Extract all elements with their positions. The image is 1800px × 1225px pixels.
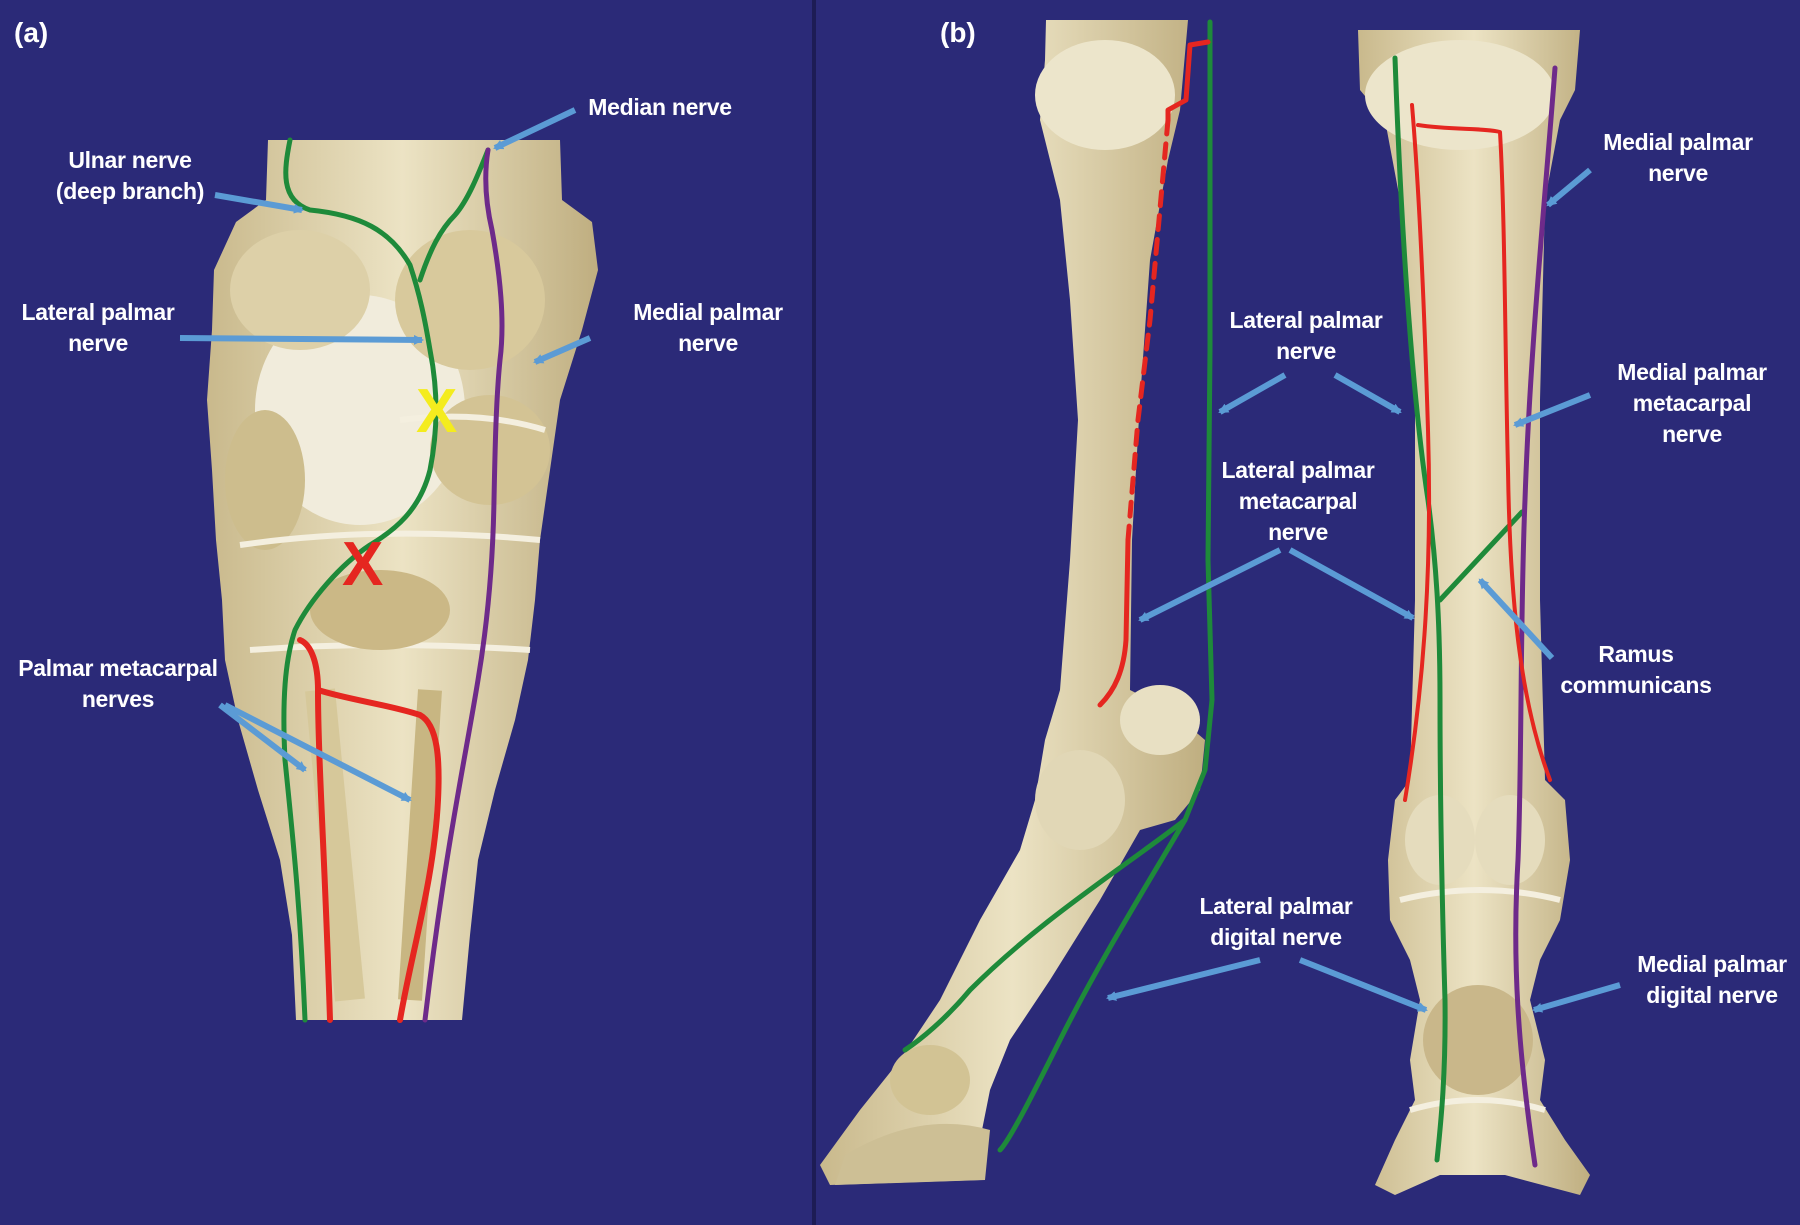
arrow-median-nerve — [493, 107, 577, 151]
arrow-lateral-palmar-digital-left — [1106, 957, 1261, 1001]
arrow-medial-palmar-nerve-b — [1546, 167, 1592, 208]
ulnar-nerve-line — [281, 137, 439, 1023]
arrow-palmar-metacarpal-1 — [218, 702, 307, 773]
panel-a-arrows — [179, 107, 592, 803]
arrow-lateral-palmar-metacarpal-nerve-left — [1138, 547, 1282, 623]
arrow-lateral-palmar-digital-right — [1298, 957, 1428, 1013]
medial-palmar-nerve-line — [422, 147, 505, 1023]
arrow-lateral-palmar-metacarpal-nerve-right — [1288, 547, 1415, 621]
yellow-x-marker: X — [416, 377, 457, 446]
panel-b-letter: (b) — [940, 17, 976, 48]
lateral-palmar-metacarpal-nerve-lateral-view-solid-line — [1165, 39, 1211, 123]
arrow-lateral-palmar-nerve — [179, 334, 424, 345]
medial-palmar-metacarpal-nerve-palmar-view-line — [1416, 123, 1552, 782]
label-ulnar-nerve: Ulnar nerve(deep branch) — [56, 147, 204, 204]
arrow-lateral-palmar-nerve-right — [1333, 372, 1402, 415]
panel-b-arrows — [1106, 167, 1621, 1013]
panel-a-letter: (a) — [14, 17, 48, 48]
arrow-medial-palmar-digital — [1532, 982, 1621, 1013]
arrow-palmar-metacarpal-2 — [223, 702, 412, 803]
arrow-ramus-communicans — [1477, 577, 1555, 661]
panel-a-labels: Median nerve Ulnar nerve(deep branch) La… — [18, 94, 783, 712]
lateral-palmar-digital-branch-line — [902, 817, 1188, 1053]
panel-divider — [812, 0, 816, 1225]
lateral-palmar-metacarpal-nerve-lateral-view-dashed-line — [1125, 117, 1171, 543]
arrow-ulnar-nerve — [214, 192, 304, 214]
label-median-nerve: Median nerve — [588, 94, 731, 120]
lateral-palmar-metacarpal-nerve-palmar-view-line — [1403, 103, 1432, 802]
panel-b: (b) — [820, 17, 1787, 1195]
median-to-lateral-branch-line — [417, 147, 491, 283]
panel-b-nerves — [902, 19, 1558, 1168]
red-x-marker: X — [342, 530, 383, 599]
arrow-medial-palmar-nerve — [533, 335, 592, 365]
palmar-metacarpal-nerve-lateral-line — [297, 637, 333, 1023]
lateral-limb-bone-image — [820, 20, 1205, 1185]
arrow-medial-palmar-metacarpal-nerve — [1513, 392, 1592, 428]
panel-a: (a) X X — [14, 17, 783, 1023]
palmar-metacarpal-nerve-medial-line — [315, 687, 442, 1023]
lateral-palmar-metacarpal-nerve-lateral-view-lower-line — [1097, 537, 1131, 708]
lateral-palmar-nerve-palmar-view-line — [1392, 55, 1448, 1163]
arrow-lateral-palmar-nerve-left — [1218, 372, 1287, 415]
panel-a-nerves — [281, 137, 505, 1023]
